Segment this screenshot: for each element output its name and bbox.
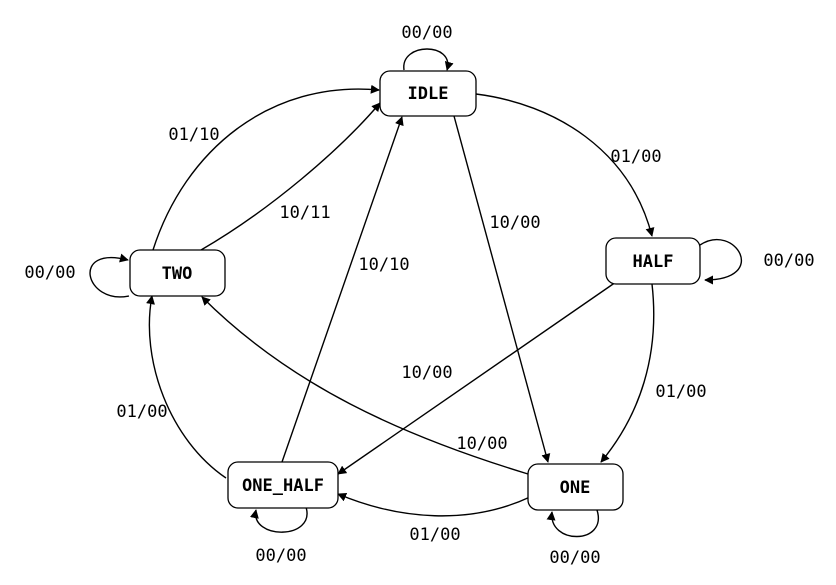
edge-two-idle-01 bbox=[152, 84, 380, 251]
edge-one-self bbox=[546, 509, 600, 538]
node-label: ONE bbox=[560, 478, 591, 498]
node-one[interactable]: ONE bbox=[527, 463, 624, 511]
edge-two-self bbox=[89, 253, 130, 298]
edge-idle-half bbox=[475, 93, 655, 237]
edge-label-one-two: 10/00 bbox=[456, 434, 507, 454]
node-idle[interactable]: IDLE bbox=[379, 70, 477, 117]
edge-onehalf-two bbox=[146, 295, 227, 479]
edge-half-onehalf bbox=[337, 281, 617, 475]
edge-label-idle-one: 10/00 bbox=[489, 213, 540, 233]
node-label: ONE_HALF bbox=[242, 476, 324, 496]
node-label: IDLE bbox=[408, 84, 449, 104]
edge-onehalf-idle bbox=[281, 116, 404, 463]
edge-label-idle-half: 01/00 bbox=[610, 147, 661, 167]
edge-label-half-onehalf: 10/00 bbox=[401, 363, 452, 383]
edge-label-onehalf-two: 01/00 bbox=[116, 402, 167, 422]
node-one-half[interactable]: ONE_HALF bbox=[227, 461, 339, 509]
edge-label-two-idle-10: 10/11 bbox=[279, 203, 330, 223]
edge-label-two-self: 00/00 bbox=[24, 263, 75, 283]
edge-label-half-self: 00/00 bbox=[763, 251, 814, 271]
edge-one-two bbox=[201, 296, 529, 475]
edge-label-one-self: 00/00 bbox=[549, 548, 600, 568]
edge-one-onehalf bbox=[337, 492, 531, 517]
node-two[interactable]: TWO bbox=[129, 249, 226, 297]
edge-idle-self bbox=[403, 48, 454, 71]
edge-label-idle-self: 00/00 bbox=[401, 23, 452, 43]
edge-label-onehalf-self: 00/00 bbox=[255, 546, 306, 566]
edge-two-idle-10 bbox=[200, 102, 381, 251]
edge-idle-one bbox=[453, 115, 551, 463]
edge-onehalf-self bbox=[250, 506, 308, 533]
edge-label-onehalf-idle: 10/10 bbox=[358, 255, 409, 275]
edge-half-one bbox=[600, 283, 655, 463]
node-half[interactable]: HALF bbox=[605, 237, 701, 285]
edge-half-self bbox=[699, 238, 743, 285]
edge-label-one-onehalf: 01/00 bbox=[409, 525, 460, 545]
node-label: HALF bbox=[633, 252, 674, 272]
edge-label-half-one: 01/00 bbox=[655, 382, 706, 402]
edge-label-two-idle-01: 01/10 bbox=[168, 125, 219, 145]
node-label: TWO bbox=[162, 264, 193, 284]
